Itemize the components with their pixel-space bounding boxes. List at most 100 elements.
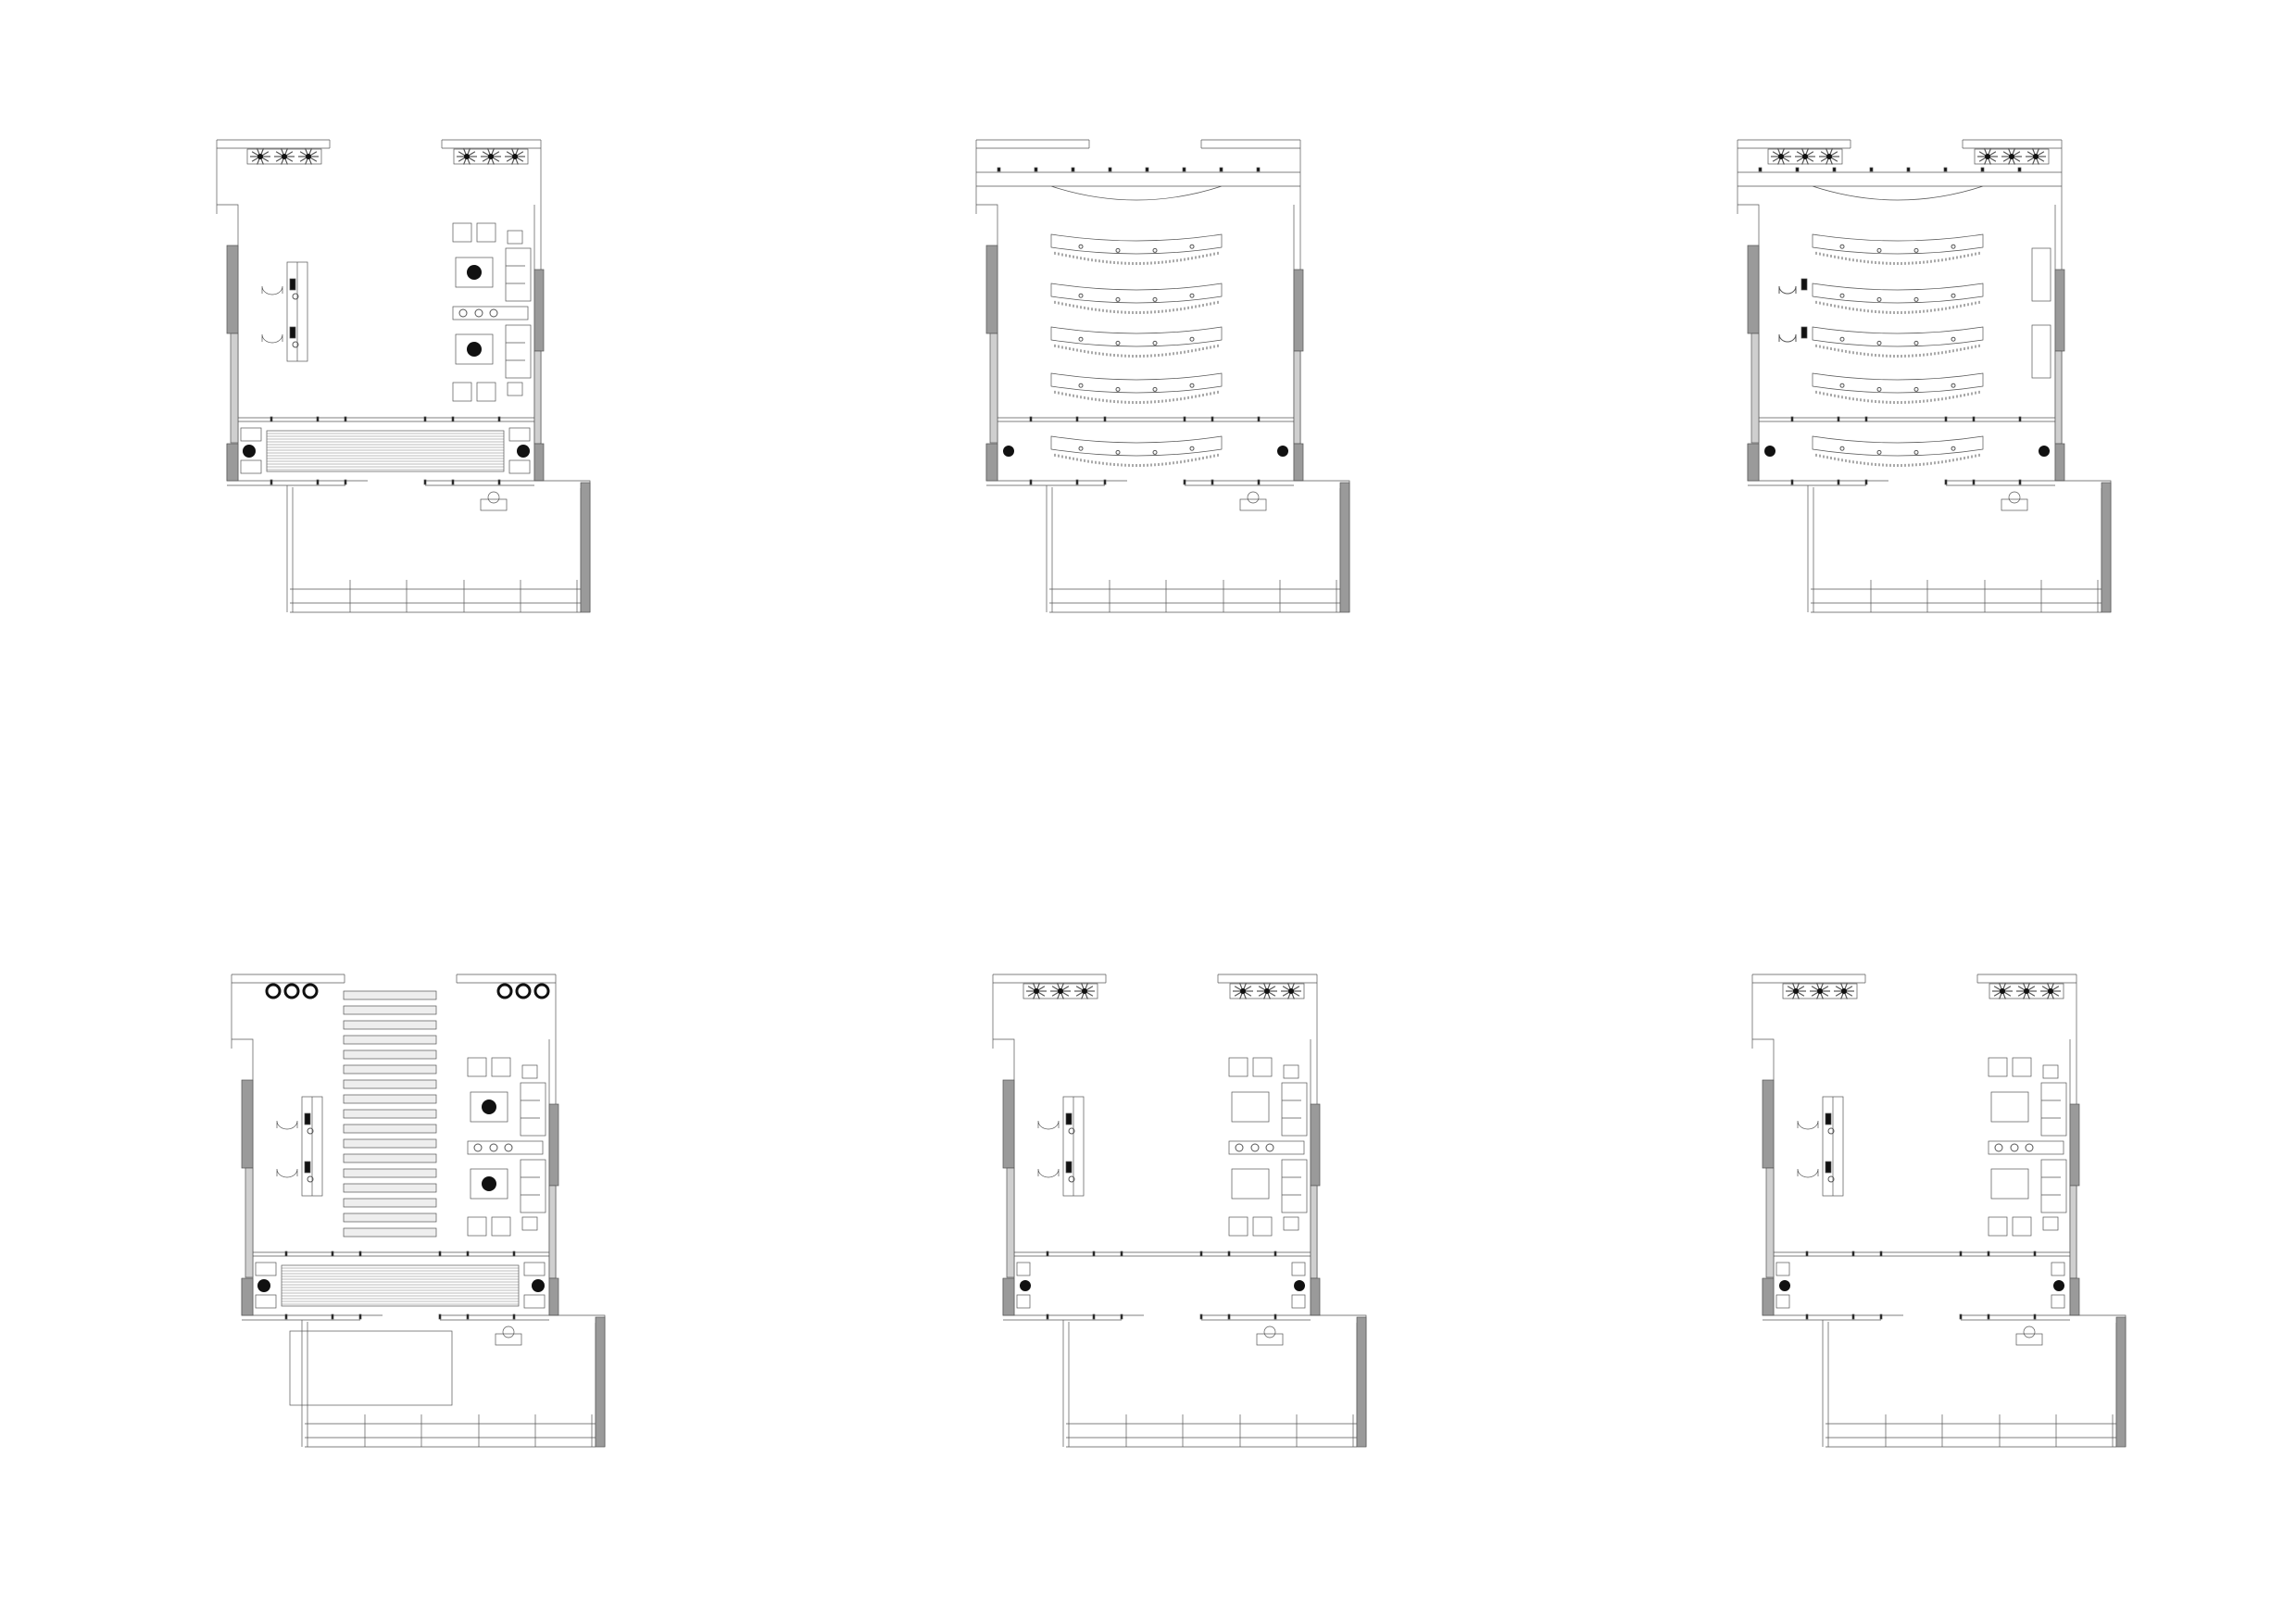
lamp-icon bbox=[1235, 1143, 1244, 1152]
column bbox=[241, 1277, 254, 1316]
light-fixture bbox=[2017, 167, 2022, 172]
lamp-icon bbox=[1265, 1143, 1274, 1152]
light-fixture bbox=[1758, 167, 1763, 172]
office-chair-icon bbox=[1778, 333, 1797, 343]
mullion bbox=[1120, 1313, 1123, 1320]
exterior-wall-segment bbox=[548, 1185, 557, 1279]
microphone-icon bbox=[1839, 293, 1845, 298]
mullion bbox=[2033, 1250, 2037, 1257]
planter-box bbox=[1782, 983, 1858, 999]
bench bbox=[2051, 1294, 2065, 1309]
column bbox=[1293, 443, 1304, 482]
office-chair-icon bbox=[276, 1120, 298, 1130]
reception-desk bbox=[1256, 1333, 1284, 1346]
stage-edge bbox=[976, 171, 1300, 201]
mullion bbox=[438, 1313, 442, 1320]
exterior-wall-segment bbox=[533, 350, 542, 445]
exterior-wall-segment bbox=[1293, 350, 1301, 445]
seminar-table-row bbox=[1050, 283, 1223, 304]
mullion bbox=[512, 1250, 516, 1257]
light-fixture bbox=[1145, 167, 1149, 172]
mullion bbox=[358, 1313, 362, 1320]
side-table bbox=[2042, 1216, 2059, 1231]
planter-box bbox=[1023, 983, 1098, 999]
shrub-icon bbox=[257, 154, 263, 159]
monitor-icon bbox=[289, 278, 296, 291]
exterior-wall-segment bbox=[989, 333, 998, 444]
balcony-outline bbox=[301, 1314, 606, 1447]
reception-desk bbox=[1239, 498, 1267, 511]
exterior-wall-segment bbox=[245, 1167, 254, 1278]
reception-desk bbox=[2015, 1333, 2043, 1346]
mullion bbox=[423, 416, 427, 422]
mullion bbox=[1944, 416, 1948, 422]
column bbox=[2069, 1277, 2080, 1316]
balcony-outline bbox=[1807, 480, 2112, 612]
display-shelf bbox=[343, 1153, 437, 1163]
exterior-wall-segment bbox=[533, 269, 545, 352]
mullion bbox=[1944, 479, 1948, 485]
shrub-icon bbox=[282, 154, 287, 159]
sofa bbox=[2040, 1159, 2067, 1213]
mullion bbox=[1805, 1250, 1809, 1257]
armchair bbox=[452, 382, 472, 402]
potted-plant-icon bbox=[1020, 1280, 1031, 1291]
display-shelf bbox=[343, 1020, 437, 1030]
display-shelf bbox=[343, 1079, 437, 1089]
bench bbox=[1775, 1294, 1790, 1309]
light-fixture bbox=[1034, 167, 1038, 172]
armchair bbox=[2012, 1057, 2032, 1077]
coffee-table bbox=[455, 257, 494, 288]
console bbox=[452, 306, 529, 320]
monitor-icon bbox=[1825, 1161, 1832, 1174]
seminar-table-row bbox=[1812, 372, 1984, 394]
balcony-wall bbox=[580, 482, 591, 613]
mullion bbox=[1837, 479, 1840, 485]
floor-plan-2 bbox=[970, 131, 1359, 723]
coffee-table bbox=[1231, 1168, 1270, 1200]
shrub-icon bbox=[1826, 154, 1832, 159]
mullion bbox=[1790, 479, 1794, 485]
balcony-wall bbox=[2101, 482, 2112, 613]
balcony-wall bbox=[1356, 1316, 1367, 1448]
microphone-icon bbox=[1115, 449, 1121, 455]
shrub-icon bbox=[1778, 154, 1784, 159]
display-area bbox=[289, 1330, 453, 1406]
monitor-icon bbox=[1825, 1112, 1832, 1125]
mullion bbox=[284, 1250, 288, 1257]
lamp-icon bbox=[1250, 1143, 1260, 1152]
phone-icon bbox=[1827, 1127, 1835, 1135]
exterior-wall-segment bbox=[226, 245, 239, 334]
potted-plant-icon bbox=[482, 1176, 496, 1191]
potted-plant-icon bbox=[1003, 446, 1014, 457]
exterior-wall-segment bbox=[1002, 1079, 1015, 1169]
microphone-icon bbox=[1951, 244, 1956, 249]
side-table bbox=[2042, 1064, 2059, 1079]
light-fixture bbox=[1219, 167, 1223, 172]
exterior-wall-segment bbox=[241, 1079, 254, 1169]
column bbox=[2054, 443, 2065, 482]
mullion bbox=[2018, 416, 2022, 422]
mullion bbox=[344, 479, 347, 485]
microphone-icon bbox=[1913, 247, 1919, 253]
mullion bbox=[1211, 416, 1214, 422]
side-table bbox=[1283, 1064, 1299, 1079]
coffee-table bbox=[1990, 1091, 2029, 1123]
side-table bbox=[521, 1064, 538, 1079]
mullion bbox=[270, 479, 273, 485]
display-shelf bbox=[343, 1213, 437, 1223]
phone-icon bbox=[1827, 1175, 1835, 1183]
console bbox=[1988, 1140, 2064, 1155]
mullion bbox=[1959, 1250, 1963, 1257]
bench bbox=[523, 1294, 546, 1309]
balcony-outline bbox=[1046, 480, 1350, 612]
display-shelf bbox=[343, 1005, 437, 1015]
display-shelf bbox=[343, 1168, 437, 1178]
potted-plant-icon bbox=[1294, 1280, 1305, 1291]
mullion bbox=[1273, 1250, 1277, 1257]
floor-plan-3 bbox=[1731, 131, 2120, 723]
monitor-icon bbox=[289, 326, 296, 339]
potted-plant-icon bbox=[1764, 446, 1775, 457]
sofa bbox=[2031, 247, 2051, 302]
lamp-icon bbox=[2025, 1143, 2034, 1152]
